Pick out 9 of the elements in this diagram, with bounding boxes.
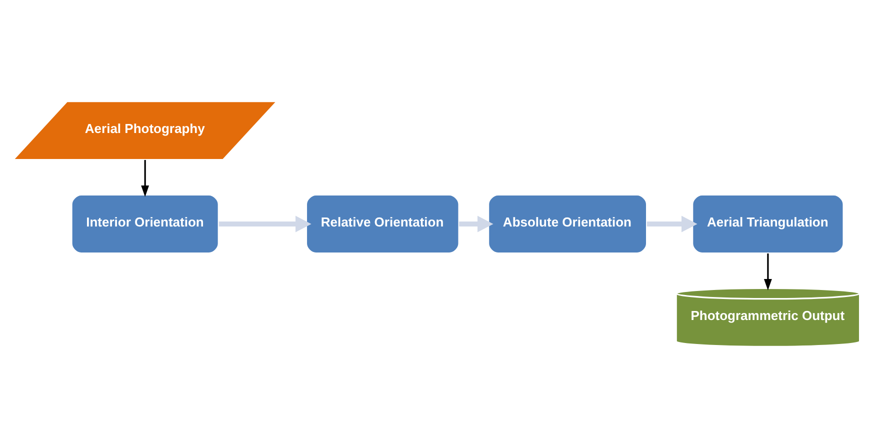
node-box: Aerial Triangulation [691, 194, 844, 254]
node-box: Interior Orientation [70, 194, 219, 254]
arrow [763, 253, 772, 290]
arrow [458, 216, 493, 232]
arrow [218, 216, 311, 232]
arrow [140, 160, 149, 197]
node-box: Absolute Orientation [487, 194, 648, 254]
arrow [646, 216, 697, 232]
node-box: Relative Orientation [304, 194, 460, 254]
